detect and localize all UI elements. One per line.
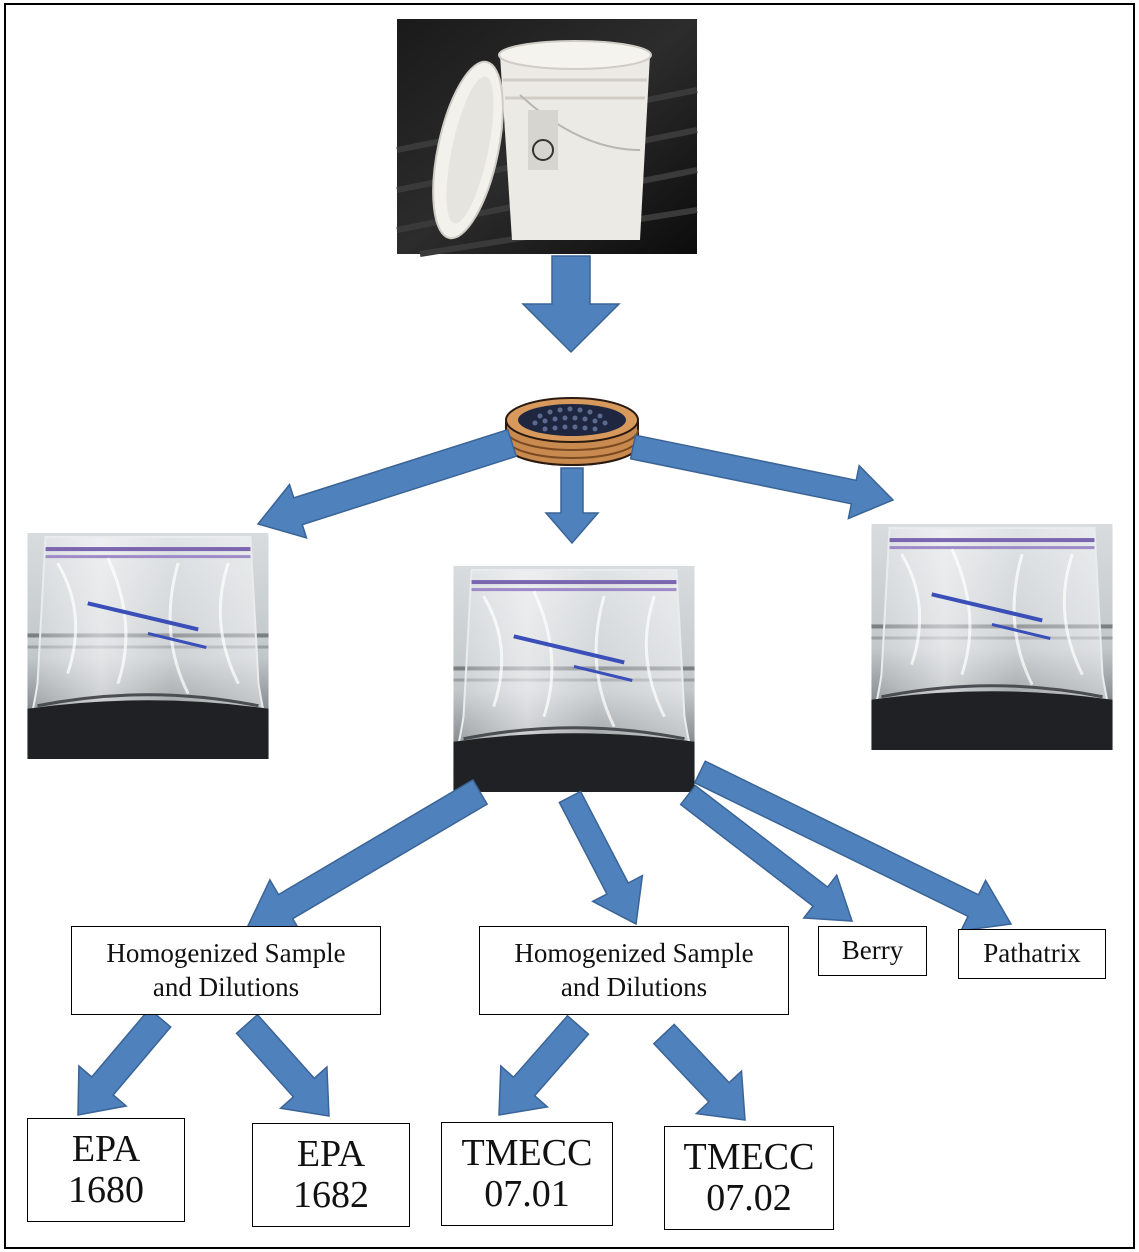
figure-border — [4, 3, 1135, 1249]
bag-photo-right — [871, 524, 1112, 750]
arrow-sieve-to-right-bag — [629, 434, 895, 520]
arrow-left-homog-to-epa1680 — [77, 1007, 172, 1116]
arrow-sieve-to-left-bag — [256, 428, 518, 540]
arrow-left-homog-to-epa1682 — [235, 1013, 330, 1117]
pathatrix-box: Pathatrix — [958, 929, 1106, 979]
arrow-group — [77, 255, 1013, 1121]
arrow-sieve-to-center-bag — [544, 467, 600, 545]
berry-box: Berry — [818, 926, 927, 976]
bucket-photo — [396, 19, 698, 257]
bag-photo-center — [453, 566, 694, 792]
arrow-center-bag-to-left-homog — [244, 778, 489, 935]
arrow-center-bag-to-pathatrix — [693, 760, 1013, 932]
arrow-bucket-to-sieve — [521, 255, 621, 354]
arrow-center-homog-to-tmecc0702 — [652, 1023, 746, 1121]
bag-photo-left — [27, 533, 268, 759]
arrow-center-bag-to-berry — [679, 784, 854, 922]
sieve-icon — [505, 397, 639, 466]
arrow-center-bag-to-center-homog — [558, 790, 644, 926]
arrow-center-homog-to-tmecc0701 — [498, 1014, 590, 1116]
